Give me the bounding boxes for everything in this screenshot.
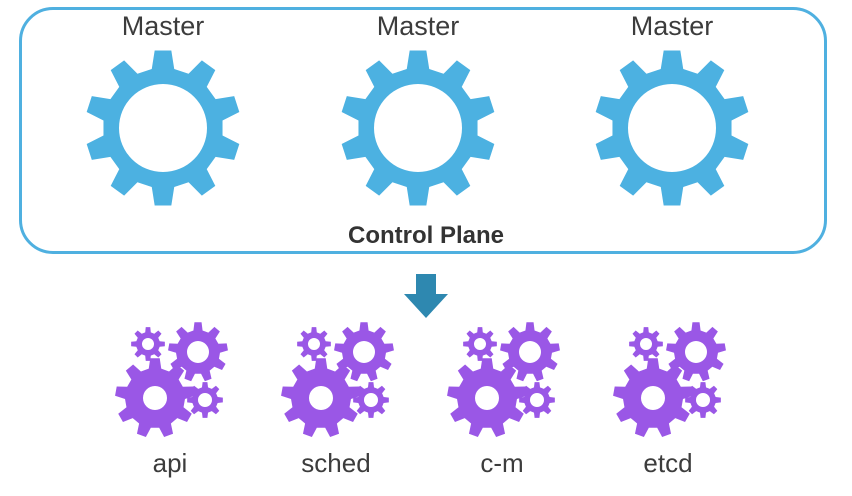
gear-shape [613,358,693,437]
gear-shape [519,382,555,418]
gear-shape [187,382,223,418]
gears-icon [613,322,726,437]
gear-shape [685,382,721,418]
gear-shape [168,322,228,382]
master-label: Master [630,11,714,41]
gear-icon [86,50,240,206]
gear-shape [500,322,560,382]
master-label: Master [376,11,460,41]
gear-shape [629,327,663,361]
arrow-down-icon [404,274,448,318]
gear-shape [447,358,527,437]
component-etcd: etcd [598,320,738,478]
master-label: Master [121,11,205,41]
master-node-1: Master [78,10,248,208]
gears-icon [447,322,560,437]
component-label: api [152,448,188,478]
gear-shape [341,50,495,206]
gears-icon [115,322,228,437]
control-plane-box [19,7,827,254]
component-label: sched [301,448,371,478]
master-node-2: Master [333,10,503,208]
control-plane-label: Control Plane [347,222,504,249]
component-api: api [100,320,240,478]
gear-shape [281,358,361,437]
gear-shape [353,382,389,418]
gear-shape [595,50,749,206]
gear-shape [334,322,394,382]
gear-shape [666,322,726,382]
gear-shape [297,327,331,361]
component-label: c-m [480,448,524,478]
gear-shape [115,358,195,437]
gear-shape [86,50,240,206]
gears-icon [281,322,394,437]
component-c-m: c-m [432,320,572,478]
master-node-3: Master [587,10,757,208]
gear-icon [595,50,749,206]
gear-shape [463,327,497,361]
gear-shape [131,327,165,361]
gear-icon [341,50,495,206]
component-label: etcd [643,448,693,478]
component-sched: sched [266,320,406,478]
